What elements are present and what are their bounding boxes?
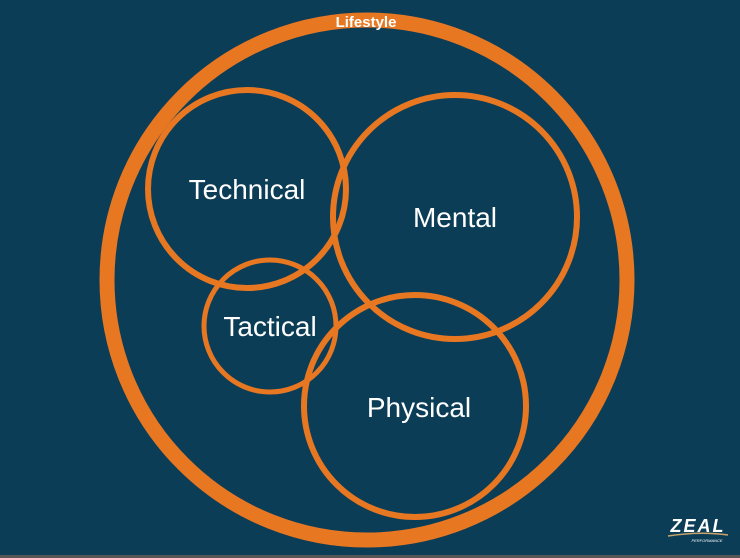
lifestyle-ring: [99, 12, 635, 548]
zeal-logo: ZEAL PERFORMANCE: [667, 516, 729, 543]
logo-swoosh: [667, 532, 729, 537]
logo-name: ZEAL: [670, 516, 726, 536]
tactical-label: Tactical: [223, 311, 316, 342]
bottom-border: [0, 555, 740, 558]
technical-label: Technical: [189, 174, 306, 205]
lifestyle-label: Lifestyle: [336, 14, 397, 31]
physical-circle: [301, 292, 529, 520]
mental-label: Mental: [413, 202, 497, 233]
technical-circle: [145, 87, 349, 291]
logo-sub: PERFORMANCE: [691, 538, 722, 543]
mental-circle: [330, 92, 580, 342]
physical-label: Physical: [367, 392, 471, 423]
